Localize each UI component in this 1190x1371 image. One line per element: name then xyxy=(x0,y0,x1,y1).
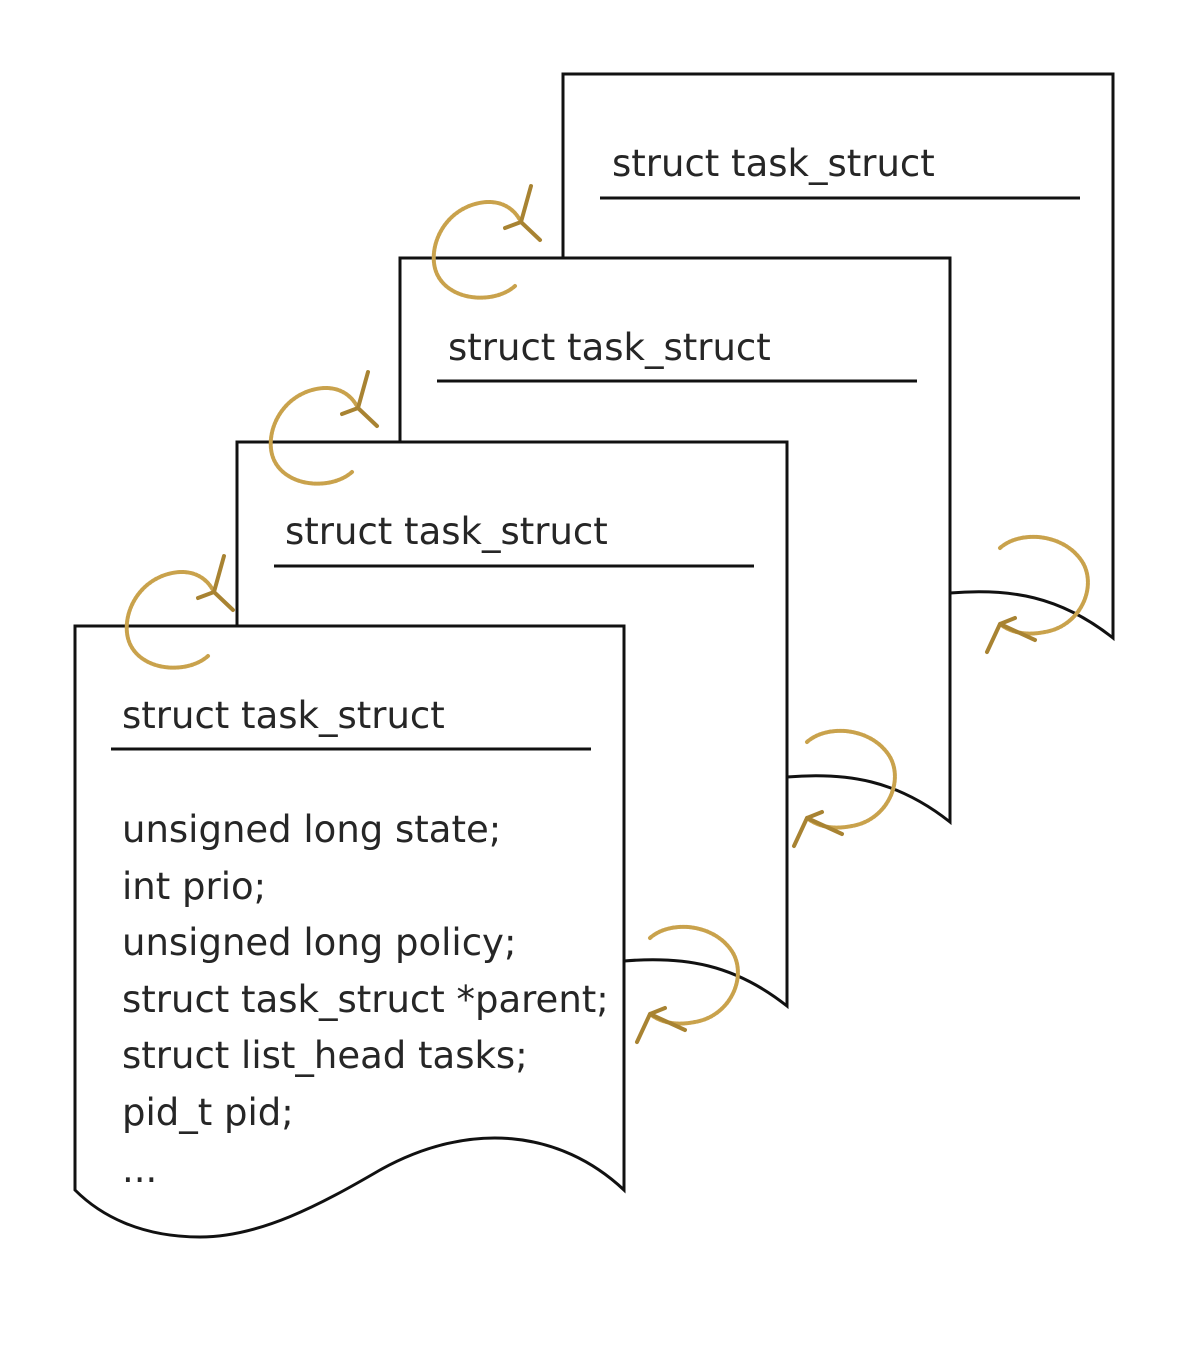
task-struct-card-3: struct task_struct xyxy=(398,256,952,826)
field-parent: struct task_struct *parent; xyxy=(122,978,609,1021)
field-tasks: struct list_head tasks; xyxy=(122,1034,528,1077)
field-prio: int prio; xyxy=(122,865,266,908)
card-title: struct task_struct xyxy=(285,510,608,553)
card-title: struct task_struct xyxy=(448,326,771,369)
circular-arrow-icon xyxy=(124,554,235,670)
field-ellipsis: ... xyxy=(122,1148,157,1191)
card-title: struct task_struct xyxy=(612,142,935,185)
task-struct-card-1: struct task_struct unsigned long state; … xyxy=(73,624,626,1239)
task-struct-card-4: struct task_struct xyxy=(561,72,1115,642)
circular-arrow-icon xyxy=(268,370,379,486)
circular-arrow-icon xyxy=(985,534,1090,654)
field-state: unsigned long state; xyxy=(122,808,501,851)
circular-arrow-icon xyxy=(431,184,542,300)
card-title: struct task_struct xyxy=(122,694,445,737)
circular-arrow-icon xyxy=(635,924,740,1044)
field-policy: unsigned long policy; xyxy=(122,921,516,964)
field-list: unsigned long state; int prio; unsigned … xyxy=(122,808,609,1191)
document-shape xyxy=(73,624,626,1239)
field-pid: pid_t pid; xyxy=(122,1091,294,1134)
circular-arrow-icon xyxy=(792,728,897,848)
